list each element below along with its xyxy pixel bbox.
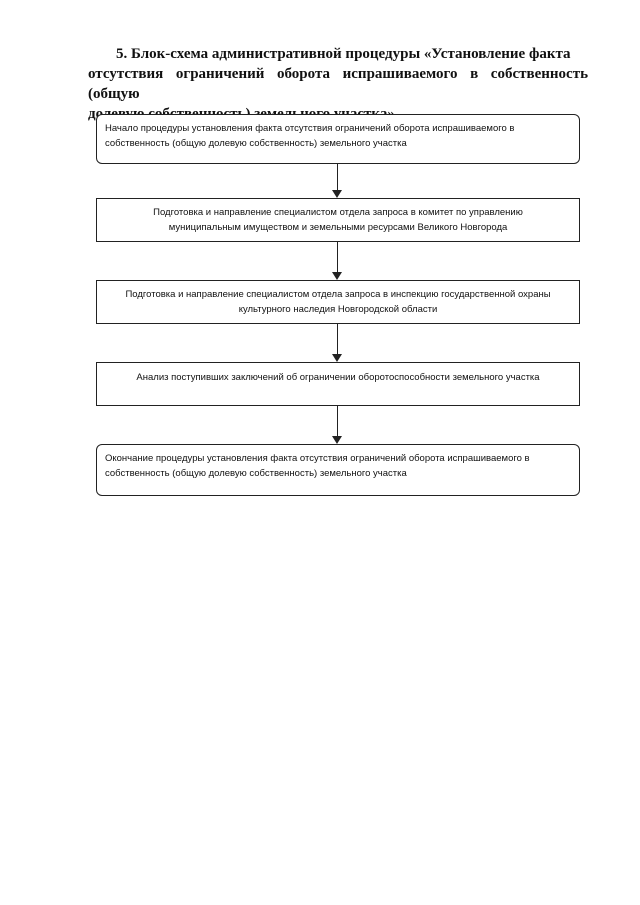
- step-text-line: собственность (общую долевую собственнос…: [105, 468, 407, 479]
- section-title-line: 5. Блок-схема административной процедуры…: [116, 46, 571, 62]
- arrow-head-icon: [332, 436, 342, 444]
- arrow-head-icon: [332, 272, 342, 280]
- flowchart-end-box: Окончание процедуры установления факта о…: [96, 444, 580, 496]
- step-text-line: Окончание процедуры установления факта о…: [105, 453, 530, 464]
- flow-arrow: [332, 406, 344, 444]
- step-text-line: Подготовка и направление специалистом от…: [153, 207, 523, 218]
- flow-arrow: [332, 242, 344, 280]
- arrow-head-icon: [332, 354, 342, 362]
- flowchart-step-box: Анализ поступивших заключений об огранич…: [96, 362, 580, 406]
- flow-arrow: [332, 164, 344, 198]
- arrow-head-icon: [332, 190, 342, 198]
- flowchart-step-box: Подготовка и направление специалистом от…: [96, 280, 580, 324]
- flow-arrow: [332, 324, 344, 362]
- flowchart-step-box: Подготовка и направление специалистом от…: [96, 198, 580, 242]
- section-title: 5. Блок-схема административной процедуры…: [88, 44, 588, 124]
- step-text-line: Подготовка и направление специалистом от…: [125, 289, 551, 300]
- step-text-line: муниципальным имуществом и земельными ре…: [168, 222, 508, 233]
- section-title-line: отсутствия ограничений оборота испрашива…: [88, 66, 588, 102]
- step-text-line: Начало процедуры установления факта отсу…: [105, 123, 515, 134]
- flowchart-start-box: Начало процедуры установления факта отсу…: [96, 114, 580, 164]
- step-text-line: Анализ поступивших заключений об огранич…: [136, 372, 540, 383]
- step-text-line: культурного наследия Новгородской област…: [238, 304, 438, 315]
- step-text-line: собственность (общую долевую собственнос…: [105, 138, 407, 149]
